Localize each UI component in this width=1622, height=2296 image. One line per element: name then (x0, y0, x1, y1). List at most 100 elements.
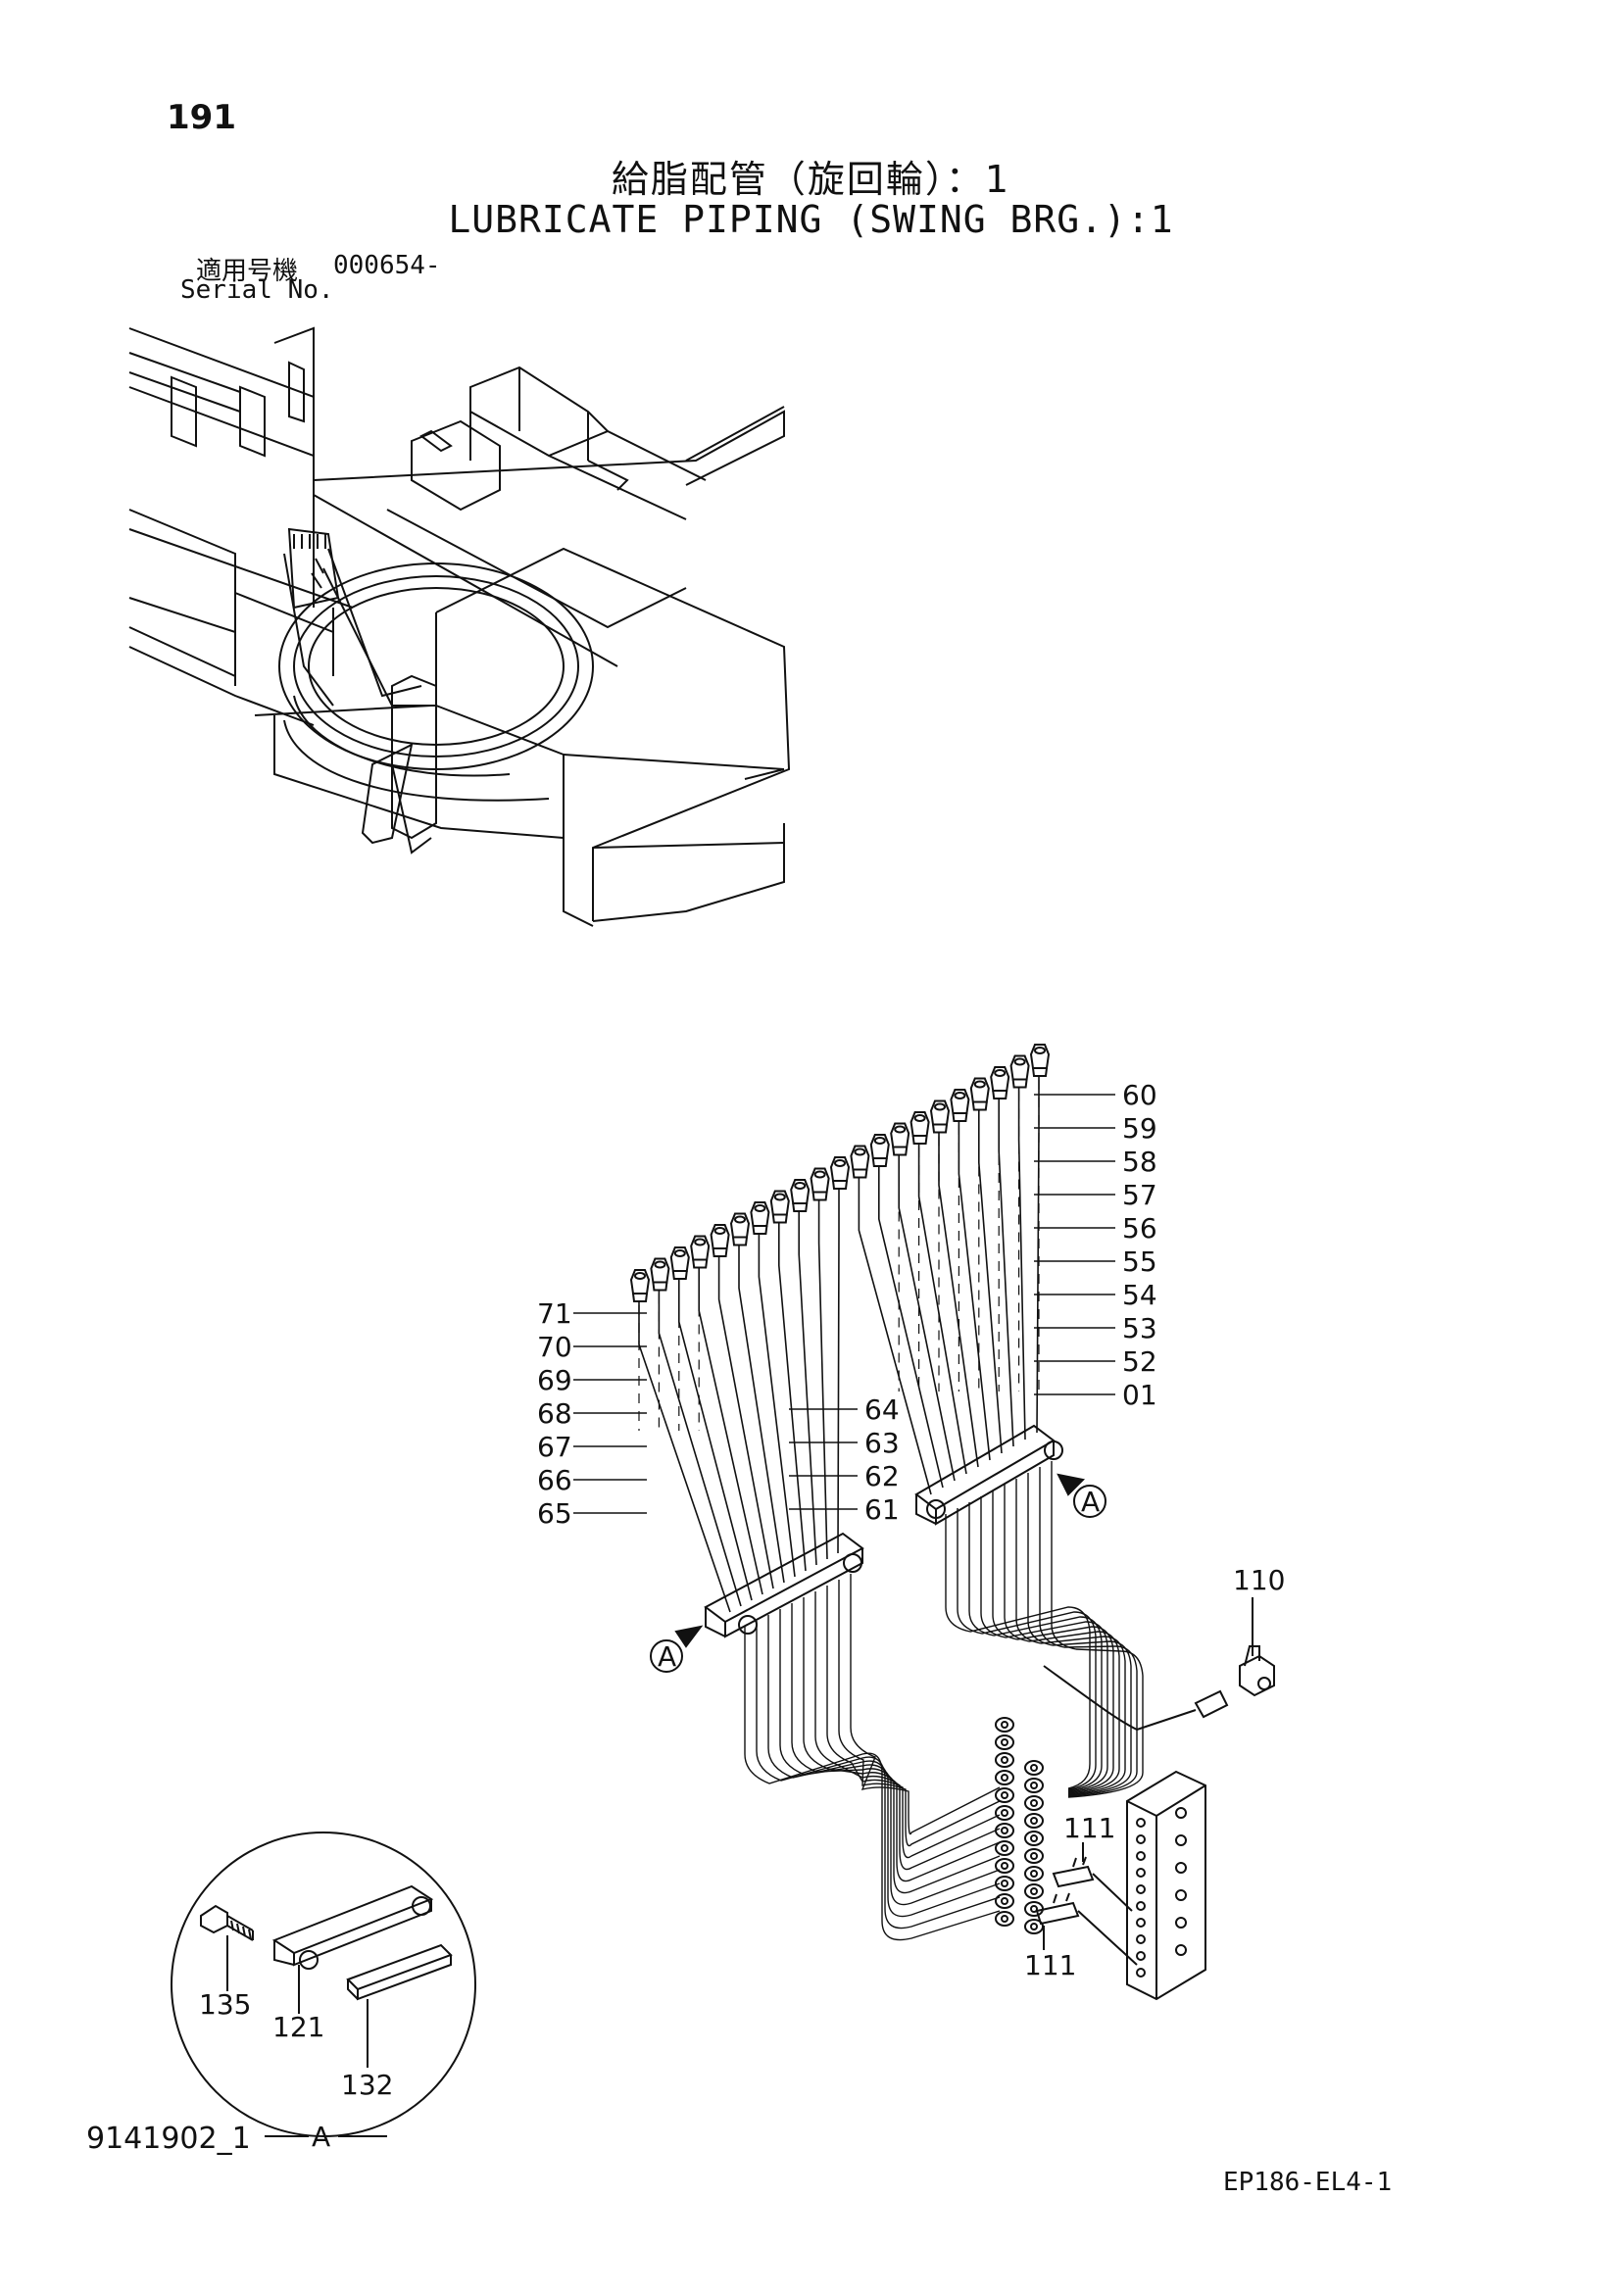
label-111-lower: 111 (1024, 1949, 1076, 1981)
callout-label: 53 (1122, 1312, 1157, 1344)
callout-label: 54 (1122, 1279, 1157, 1311)
grease-hose-bundle-left (803, 1597, 1001, 1882)
stack-fitting-left (995, 1893, 1014, 1909)
callout-label: 56 (1122, 1212, 1157, 1245)
callout-label: 58 (1122, 1146, 1157, 1178)
grease-nipple (810, 1167, 830, 1201)
view-marker-label-right: A (1081, 1486, 1100, 1518)
block-port (1136, 1818, 1146, 1828)
grease-hose (738, 1245, 785, 1584)
grease-hose (658, 1290, 742, 1607)
grease-nipple (850, 1145, 870, 1179)
view-a-marker-left: A (650, 1625, 704, 1673)
stack-fitting-left (995, 1787, 1014, 1803)
grease-hoses (638, 1076, 1144, 1941)
grease-hose-bundle-left (767, 1615, 1001, 1918)
grease-hose-bundle-left (744, 1627, 1001, 1941)
grease-hose (998, 1099, 1014, 1447)
stack-fitting-left (995, 1840, 1014, 1856)
elbow-fitting-110 (1043, 1645, 1275, 1732)
block-port (1175, 1807, 1187, 1819)
grease-hose (1017, 1087, 1026, 1441)
grease-fittings-row (629, 1044, 1051, 1302)
distribution-block (1126, 1770, 1206, 2001)
stack-fitting-left (995, 1823, 1014, 1838)
stack-fitting-left (995, 1717, 1014, 1733)
grease-nipple (669, 1246, 690, 1280)
callout-label: 67 (537, 1431, 572, 1463)
block-port (1136, 1968, 1146, 1978)
serial-label-japanese: 適用号機 (196, 257, 299, 286)
grease-hose-bundle-left (814, 1591, 1001, 1871)
label-110: 110 (1233, 1564, 1285, 1596)
grease-hose (978, 1109, 1003, 1454)
grease-hose (817, 1199, 828, 1560)
grease-hose (778, 1222, 807, 1572)
grease-hose (717, 1256, 774, 1589)
stack-fitting-right (1024, 1760, 1044, 1776)
grease-hose (758, 1234, 796, 1578)
stack-fitting-right (1024, 1901, 1044, 1917)
stack-fitting-right (1024, 1883, 1044, 1899)
callout-label: 52 (1122, 1345, 1157, 1378)
right-distribution-bracket (914, 1424, 1063, 1526)
page-number: 191 (167, 98, 236, 137)
stack-fitting-left (995, 1911, 1014, 1927)
callout-label: 60 (1122, 1079, 1157, 1111)
callout-label: 68 (537, 1397, 572, 1430)
stack-fitting-left (995, 1876, 1014, 1891)
grease-nipple (750, 1201, 770, 1235)
callout-label: 66 (537, 1464, 572, 1496)
callout-label: 63 (864, 1427, 900, 1459)
grease-hose (917, 1144, 967, 1475)
detail-view-a: 135 121 132 A (171, 1832, 476, 2153)
detail-label-121: 121 (272, 2011, 324, 2043)
grease-hose-bundle-right (992, 1490, 1114, 1793)
grease-nipple (690, 1235, 711, 1269)
grease-hose-bundle-left (756, 1621, 1001, 1930)
grease-nipple (790, 1179, 811, 1212)
grease-nipple (950, 1089, 970, 1122)
grease-nipple (650, 1257, 670, 1292)
grease-hose-bundle-right (957, 1508, 1097, 1790)
block-port (1136, 1934, 1146, 1944)
grease-nipple (969, 1077, 990, 1111)
callout-label: 59 (1122, 1112, 1157, 1145)
document-code: EP186-EL4-1 (1223, 2168, 1393, 2197)
stack-fitting-left (995, 1770, 1014, 1785)
callout-label: 65 (537, 1497, 572, 1530)
grease-hose-bundle-left (791, 1603, 1001, 1894)
grease-hose-bundle-right (945, 1514, 1091, 1789)
machine-frame-illustration (128, 326, 791, 927)
block-port (1136, 1884, 1146, 1894)
serial-number-value: 000654- (333, 251, 441, 280)
callout-label: 70 (537, 1331, 572, 1363)
view-marker-label-left: A (658, 1640, 676, 1673)
block-port (1136, 1901, 1146, 1911)
block-port (1175, 1917, 1187, 1929)
grease-nipple (1009, 1054, 1030, 1089)
stack-fitting-right (1024, 1795, 1044, 1811)
adapter-fittings-111 (1035, 1856, 1138, 1966)
grease-nipple (829, 1156, 851, 1190)
callout-label: 71 (537, 1297, 572, 1330)
grease-hose-bundle-right (968, 1502, 1103, 1791)
grease-hose (678, 1279, 753, 1601)
callout-label: 01 (1122, 1379, 1157, 1411)
grease-hose (837, 1189, 840, 1554)
grease-nipple (869, 1134, 890, 1167)
block-port (1175, 1862, 1187, 1874)
stack-fitting-right (1024, 1813, 1044, 1829)
grease-hose-bundle-right (1051, 1461, 1144, 1798)
grease-nipple (929, 1099, 951, 1134)
grease-hose (698, 1267, 763, 1595)
figure-id: 9141902_1 (86, 2122, 251, 2156)
stack-fitting-left (995, 1734, 1014, 1750)
detail-label-132: 132 (341, 2069, 393, 2101)
callout-label: 69 (537, 1364, 572, 1396)
block-port (1175, 1889, 1187, 1901)
serial-label-english: Serial No. (180, 275, 334, 305)
